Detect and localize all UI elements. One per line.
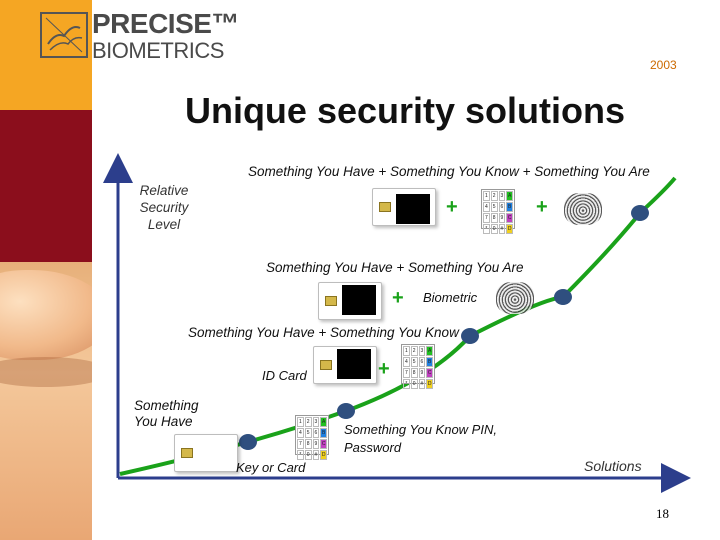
fingertip-shadow	[0, 357, 92, 387]
node-know	[337, 403, 355, 419]
fingerprint-icon	[564, 193, 602, 225]
id-card-label: ID Card	[262, 368, 307, 383]
node-have-know	[461, 328, 479, 344]
label-have-know: Something You Have + Something You Know	[188, 325, 459, 340]
node-key-or-card	[239, 434, 257, 450]
fingertip	[0, 270, 92, 360]
card-chip-icon	[325, 296, 337, 306]
fingerprint-icon	[496, 282, 534, 314]
plus-icon: +	[378, 358, 390, 380]
smart-card-icon	[174, 434, 238, 472]
card-chip-icon	[181, 448, 193, 458]
label-know: Something You Know PIN, Password	[344, 422, 497, 455]
black-card-icon	[342, 285, 376, 315]
label-have-know-are: Something You Have + Something You Know …	[248, 164, 650, 179]
plus-icon: +	[446, 196, 458, 218]
black-card-icon	[396, 194, 430, 224]
page-number: 18	[656, 506, 669, 521]
logo-hand-icon	[40, 12, 88, 58]
node-have-are	[554, 289, 572, 305]
label-have: Something You Have	[134, 398, 199, 429]
plus-icon: +	[536, 196, 548, 218]
key-or-card-label: Key or Card	[236, 460, 306, 475]
y-axis-label: Relative Security Level	[139, 183, 189, 232]
card-chip-icon	[320, 360, 332, 370]
sidebar-red-band	[0, 110, 92, 262]
x-axis-label: Solutions	[584, 458, 642, 474]
logo-wordmark-top: PRECISE™	[92, 8, 239, 39]
node-all-three	[631, 205, 649, 221]
slide-title: Unique security solutions	[184, 90, 626, 131]
black-card-icon	[337, 349, 371, 379]
fingertip-photo	[0, 262, 92, 540]
card-chip-icon	[379, 202, 391, 212]
label-have-are: Something You Have + Something You Are	[266, 260, 524, 275]
biometric-label: Biometric	[423, 290, 478, 305]
logo-wordmark-bottom: BIOMETRICS	[92, 38, 224, 63]
year-label: 2003	[650, 58, 677, 72]
plus-icon: +	[392, 287, 404, 309]
